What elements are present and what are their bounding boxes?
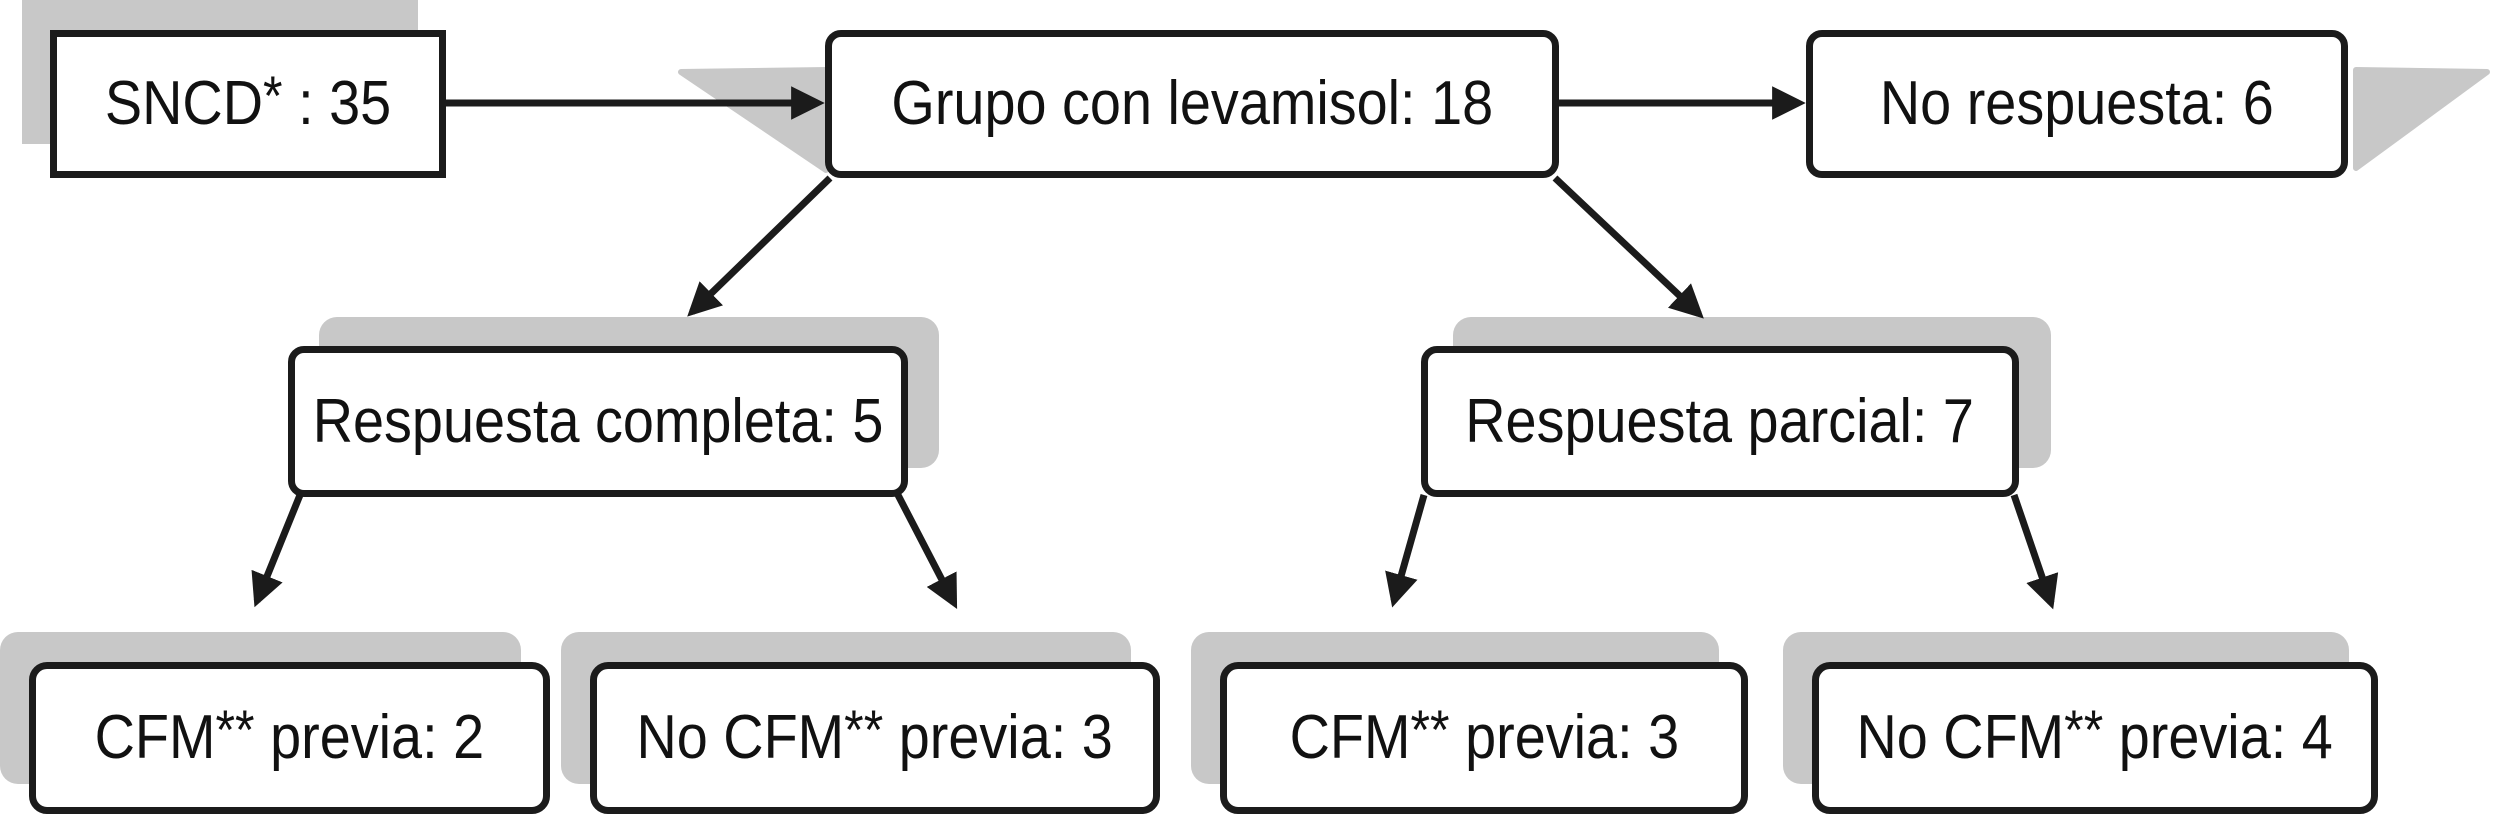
arrow-completa-to-no-cfm-previa-3	[894, 493, 958, 609]
node-no-cfm-previa-3: No CFM** previa: 3	[590, 662, 1160, 814]
shadow-wedge-right	[2353, 67, 2490, 171]
node-respuesta-completa-label: Respuesta completa: 5	[312, 386, 884, 456]
shadow-wedge-left	[678, 67, 831, 173]
superscript-double-asterisk: **	[215, 697, 255, 761]
node-sncd: SNCD* : 35	[50, 30, 446, 178]
node-grupo-label: Grupo con levamisol: 18	[891, 69, 1493, 138]
arrow-parcial-to-no-cfm-previa-4	[2010, 493, 2059, 610]
arrow-grupo-to-respuesta-completa	[687, 175, 833, 317]
node-cfm-previa-2-label: CFM** previa: 2	[94, 697, 485, 772]
superscript-double-asterisk: **	[1410, 697, 1450, 761]
superscript-double-asterisk: **	[844, 697, 884, 761]
superscript-asterisk: *	[262, 63, 283, 127]
node-cfm-previa-3-label: CFM** previa: 3	[1289, 697, 1679, 772]
node-respuesta-completa: Respuesta completa: 5	[288, 346, 908, 497]
node-no-cfm-previa-4: No CFM** previa: 4	[1812, 662, 2378, 814]
arrow-parcial-to-cfm-previa-3	[1385, 494, 1428, 608]
node-no-respuesta: No respuesta: 6	[1806, 30, 2348, 178]
arrow-grupo-to-respuesta-parcial	[1552, 175, 1704, 319]
node-cfm-previa-3: CFM** previa: 3	[1220, 662, 1748, 814]
node-no-cfm-previa-3-label: No CFM** previa: 3	[636, 697, 1114, 772]
node-cfm-previa-2: CFM** previa: 2	[29, 662, 550, 814]
node-respuesta-parcial-label: Respuesta parcial: 7	[1465, 386, 1975, 456]
node-sncd-label: SNCD* : 35	[104, 63, 392, 138]
arrow-completa-to-cfm-previa-2	[251, 493, 304, 608]
node-grupo-con-levamisol: Grupo con levamisol: 18	[825, 30, 1559, 178]
node-no-respuesta-label: No respuesta: 6	[1880, 69, 2274, 138]
node-respuesta-parcial: Respuesta parcial: 7	[1421, 346, 2019, 497]
superscript-double-asterisk: **	[2064, 697, 2104, 761]
node-no-cfm-previa-4-label: No CFM** previa: 4	[1856, 697, 2334, 772]
